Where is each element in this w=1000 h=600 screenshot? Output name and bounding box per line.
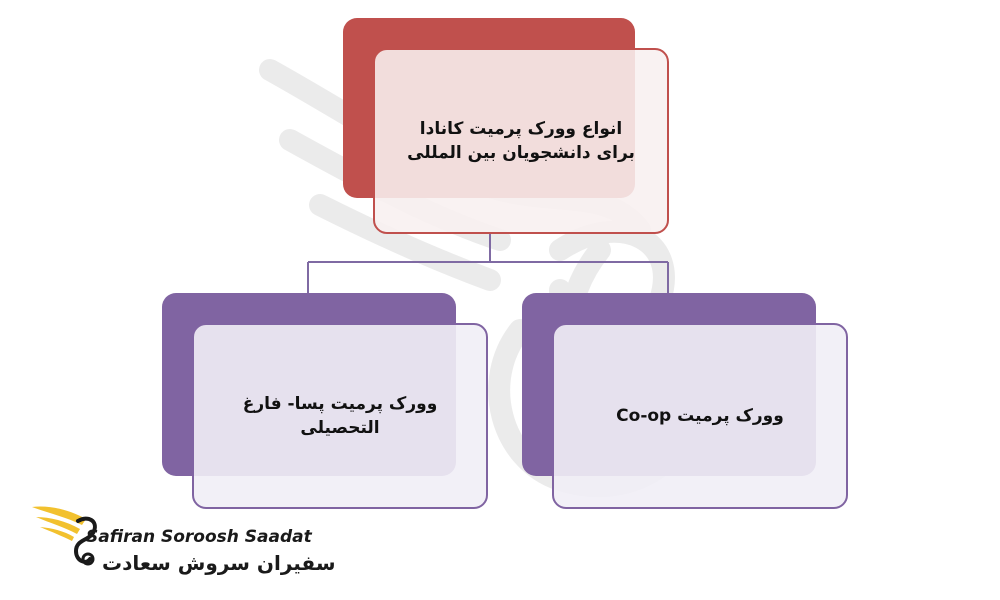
child-node-label: وورک پرمیت Co-op — [616, 406, 784, 426]
child-node-coop: وورک پرمیت Co-op — [552, 323, 848, 509]
company-logo: Safiran Soroosh Saadat سفیران سروش سعادت — [28, 495, 336, 585]
logo-name-en: Safiran Soroosh Saadat — [86, 527, 312, 547]
root-node: انواع وورک پرمیت کانادا برای دانشجویان ب… — [373, 48, 669, 234]
root-node-label: انواع وورک پرمیت کانادا برای دانشجویان ب… — [407, 119, 635, 163]
logo-name-fa: سفیران سروش سعادت — [102, 551, 336, 575]
child-node-post-graduation: وورک پرمیت پسا- فارغ التحصیلی — [192, 323, 488, 509]
bird-icon — [32, 506, 97, 566]
child-node-label: وورک پرمیت پسا- فارغ التحصیلی — [242, 394, 438, 438]
